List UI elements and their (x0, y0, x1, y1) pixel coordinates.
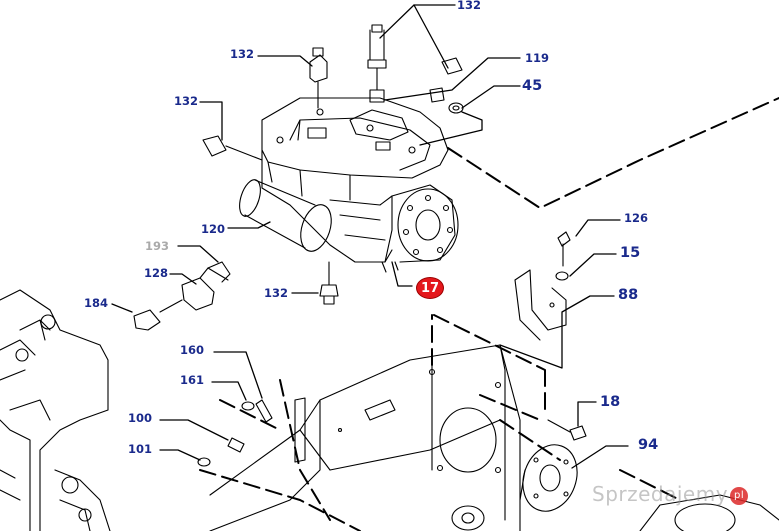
callout-132-a: 132 (230, 47, 255, 61)
screw-126 (557, 231, 571, 267)
plug-184 (133, 299, 183, 331)
fitting-132-a (309, 47, 328, 109)
callout-18: 18 (600, 394, 621, 410)
callout-184: 184 (84, 296, 109, 310)
bolt-160 (255, 399, 273, 423)
callout-161: 161 (180, 373, 205, 387)
mounting-frame (209, 344, 521, 531)
bracket-88 (514, 269, 567, 341)
fitting-132-b (202, 135, 263, 161)
washer-161 (241, 401, 255, 411)
callout-132-b: 132 (174, 94, 199, 108)
bolt-100 (227, 437, 245, 453)
fitting-132-bottom (319, 261, 339, 305)
dashed-guides (199, 97, 779, 531)
fitting-119 (429, 57, 463, 103)
callout-128: 128 (144, 266, 169, 280)
watermark-text: Sprzedajemy (592, 482, 729, 506)
bottom-part (451, 494, 779, 531)
callout-88: 88 (618, 287, 639, 303)
pump-assembly (239, 97, 459, 273)
washer-101 (197, 457, 211, 467)
engine-block (0, 289, 111, 531)
washer-45 (448, 102, 464, 114)
callout-45: 45 (522, 78, 543, 94)
callout-126: 126 (624, 211, 649, 225)
callout-120: 120 (201, 222, 226, 236)
leader-lines (111, 4, 629, 469)
callout-160: 160 (180, 343, 205, 357)
callout-119: 119 (525, 51, 550, 65)
callout-193: 193 (145, 239, 170, 253)
callout-101: 101 (128, 442, 153, 456)
callout-17-badge: 17 (416, 277, 444, 299)
washer-15 (555, 271, 569, 281)
sensor-128 (181, 261, 231, 311)
callout-132-top: 132 (457, 0, 482, 12)
callout-15: 15 (620, 245, 641, 261)
callout-94: 94 (638, 437, 659, 453)
callout-100: 100 (128, 411, 153, 425)
flange-94 (519, 444, 578, 512)
watermark-badge: pl (730, 486, 749, 505)
bolt-18 (547, 419, 587, 441)
fitting-132-top (367, 24, 387, 103)
callout-132-bottom: 132 (264, 286, 289, 300)
